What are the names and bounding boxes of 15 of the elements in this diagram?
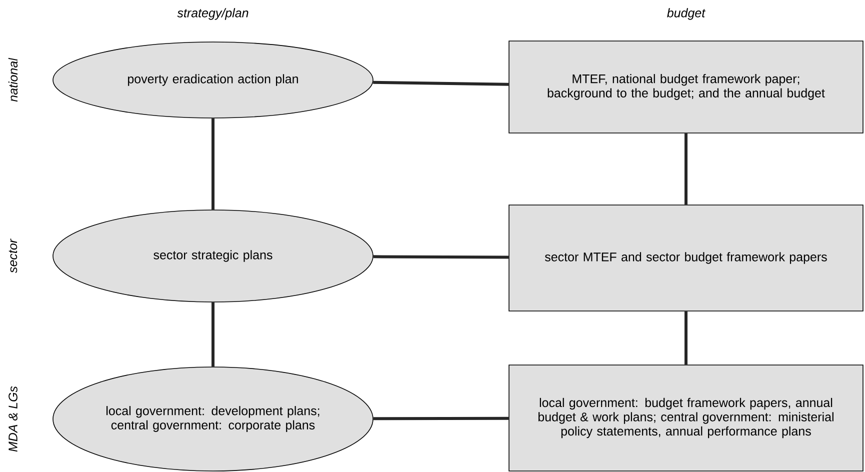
process-box: sector MTEF and sector budget framework papers	[508, 204, 864, 312]
process-box: MTEF, national budget framework paper; background to the budget; and the annual budget	[508, 40, 864, 134]
connector-line	[684, 133, 688, 205]
connector-line	[212, 118, 214, 210]
column-heading: strategy/plan	[177, 8, 248, 20]
row-heading: MDA & LGs	[8, 386, 18, 452]
connector-line	[684, 311, 688, 365]
connector-line	[212, 302, 214, 367]
row-heading: national	[8, 58, 18, 102]
connector-line	[373, 255, 509, 259]
row-heading: sector	[8, 238, 18, 273]
column-heading: budget	[667, 8, 706, 20]
connector-line	[373, 80, 509, 86]
connector-line	[373, 416, 509, 420]
process-box: local government: budget framework papers, annual budget & work plans; central government: ministerial policy statements, annual performance plans	[508, 364, 864, 472]
